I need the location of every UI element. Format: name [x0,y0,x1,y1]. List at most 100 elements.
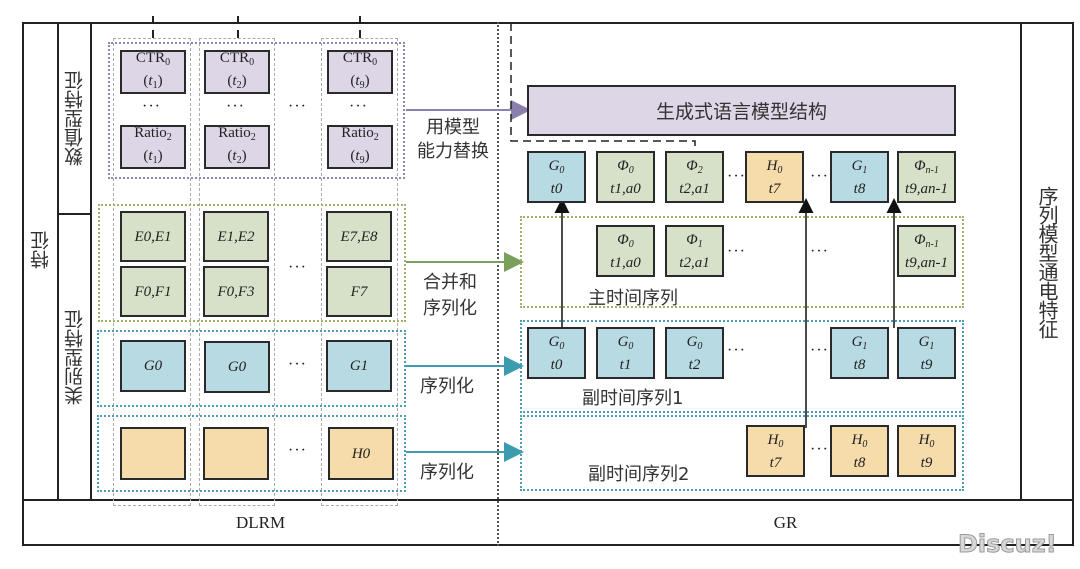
token-symbol: Φn-1 [914,231,939,250]
ellipsis: ··· [810,243,829,260]
bottom-band-line [22,499,1074,501]
left-col-divider-2 [90,22,92,501]
g-label: G0 [143,358,163,374]
token-time: t1,a0 [610,180,641,197]
replace-label-line-1: 用模型 [426,117,480,138]
ellipsis: ··· [142,98,161,115]
main-sequence-group [520,216,964,308]
top-token-g1: G1 t8 [830,151,889,203]
token-symbol: G0 [548,157,565,176]
numeric-group [108,42,405,179]
g-box-1: G0 [120,340,186,392]
token-symbol: G1 [851,333,868,352]
merge-label-line-2: 序列化 [423,298,477,319]
tick [359,30,361,38]
e-box-2: E1,E2 [203,211,269,262]
token-time: t0 [550,180,563,197]
g-box-2: G0 [204,341,270,393]
token-time: t9 [920,454,933,471]
sequence-model-features-label: 序列模型通电特征 [1035,185,1059,338]
time-label: (t9) [350,148,370,166]
ellipsis: ··· [288,98,307,115]
token-symbol: Φ1 [686,231,703,250]
left-col-divider-1 [57,22,59,501]
sub2-token-h0-t9: H0 t9 [897,425,956,477]
e-label: E0,E1 [134,228,172,245]
main-token-phi-n1: Φn-1 t9,an-1 [897,225,956,277]
ellipsis: ··· [810,441,829,458]
top-token-phi2: Φ2 t2,a1 [665,151,724,203]
token-symbol: G1 [851,157,868,176]
time-label: (t9) [350,73,370,91]
main-token-phi0: Φ0 t1,a0 [596,225,655,277]
model-replace-frame [510,24,696,146]
h-box-1 [120,427,186,480]
time-label: (t1) [143,73,163,91]
ratio-label: Ratio2 [134,125,172,143]
top-token-h0: H0 t7 [745,151,804,203]
ellipsis: ··· [810,342,829,359]
generative-model-title: 生成式语言模型结构 [655,101,827,123]
sub1-token-g0-t1: G0 t1 [596,327,655,379]
sub2-token-h0-t8: H0 t8 [830,425,889,477]
token-time: t7 [768,180,781,197]
sub1-token-g1-t9: G1 t9 [897,327,956,379]
token-symbol: G0 [548,333,565,352]
e-box-1: E0,E1 [120,211,186,262]
g-box-3: G1 [326,340,392,392]
ellipsis: ··· [727,342,746,359]
main-token-phi1: Φ1 t2,a1 [665,225,724,277]
tick [237,16,239,24]
f-label: F7 [350,283,368,300]
ellipsis: ··· [226,98,245,115]
replace-arrow [406,100,531,120]
token-time: t1 [619,356,632,373]
ellipsis: ··· [288,356,307,373]
dlrm-column-frame-2 [199,38,275,506]
frame-top [22,22,1074,24]
token-time: t8 [853,356,866,373]
ctr-label: CTR0 [135,50,171,68]
frame-bottom [22,544,1074,546]
token-time: t8 [853,454,866,471]
left-row-divider [57,213,92,215]
token-time: t2 [688,356,701,373]
ratio-box-2: Ratio2 (t2) [204,125,270,169]
ratio-box-1: Ratio2 (t1) [120,125,186,169]
ctr-box-3: CTR0 (t9) [327,50,393,94]
sub-sequence-2-group [520,415,964,491]
merge-group [98,204,406,322]
ctr-label: CTR0 [219,50,255,68]
token-symbol: Φn-1 [914,157,939,176]
ctr-box-1: CTR0 (t1) [120,50,186,94]
e-label: E1,E2 [217,228,255,245]
token-symbol: Φ2 [686,157,703,176]
sub2-token-h0-t7: H0 t7 [746,425,805,477]
replace-label: 用模型 能力替换 [408,116,498,164]
token-time: t9,an-1 [905,254,948,271]
token-time: t9,an-1 [905,180,948,197]
f-label: F0,F1 [134,283,172,300]
ellipsis: ··· [288,259,307,276]
token-time: t2,a1 [679,254,710,271]
token-time: t2,a1 [679,180,710,197]
sub-sequence-1-group [520,320,964,413]
sub1-token-g0-t2: G0 t2 [665,327,724,379]
f-box-1: F0,F1 [120,266,186,317]
token-time: t0 [550,356,563,373]
f-box-2: F0,F3 [203,266,269,317]
main-sequence-label: 主时间序列 [588,288,678,309]
generative-model-box: 生成式语言模型结构 [527,85,956,136]
top-token-phi0: Φ0 t1,a0 [596,151,655,203]
tick [359,16,361,24]
ellipsis: ··· [727,168,746,185]
token-symbol: H0 [851,431,868,450]
dlrm-column-frame-3 [321,38,398,506]
token-time: t7 [769,454,782,471]
token-time: t9 [920,356,933,373]
e-label: E7,E8 [340,228,378,245]
f-label: F0,F3 [217,283,255,300]
token-time: t1,a0 [610,254,641,271]
g-label: G0 [227,359,247,375]
token-symbol: Φ0 [617,231,634,250]
